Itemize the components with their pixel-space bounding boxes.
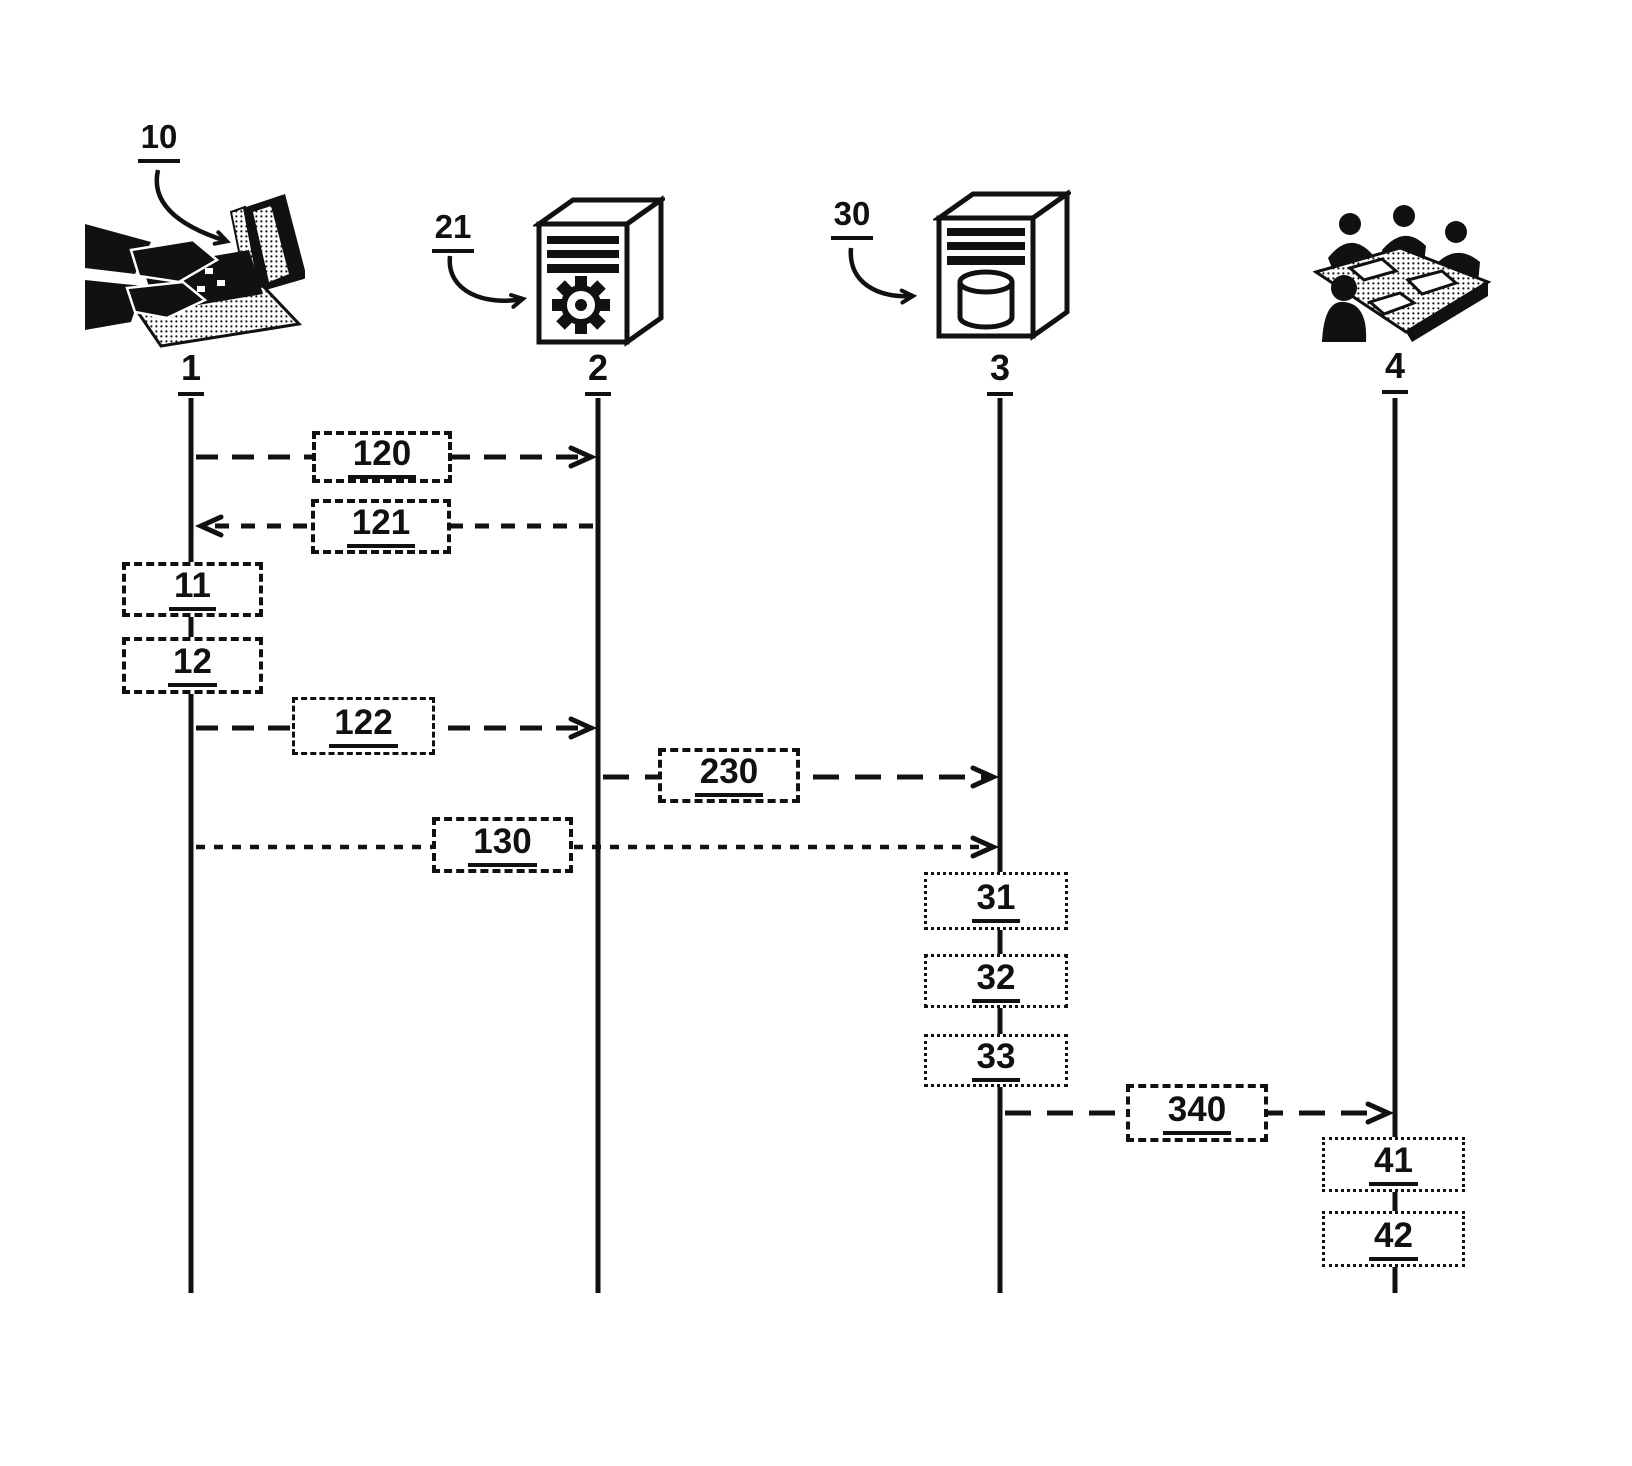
ref-label-21: 21 bbox=[418, 208, 488, 253]
actor-label-3: 3 bbox=[960, 347, 1040, 396]
ref-label-10: 10 bbox=[124, 118, 194, 163]
actor-label-1: 1 bbox=[151, 347, 231, 396]
ref-pointer-30-icon bbox=[848, 247, 918, 305]
step-box-32: 32 bbox=[924, 954, 1068, 1008]
message-label-130: 130 bbox=[432, 817, 573, 873]
actor-label-4: 4 bbox=[1355, 345, 1435, 394]
actor-label-2: 2 bbox=[558, 347, 638, 396]
step-box-33: 33 bbox=[924, 1034, 1068, 1087]
message-label-230: 230 bbox=[658, 748, 800, 803]
server-gear-icon bbox=[533, 195, 665, 347]
step-box-42: 42 bbox=[1322, 1211, 1465, 1267]
message-label-340: 340 bbox=[1126, 1084, 1268, 1142]
step-box-12: 12 bbox=[122, 637, 263, 694]
message-label-121: 121 bbox=[311, 499, 451, 554]
ref-pointer-21-icon bbox=[447, 255, 528, 309]
database-icon bbox=[957, 269, 1015, 330]
meeting-people-icon bbox=[1312, 205, 1492, 342]
message-label-122: 122 bbox=[292, 697, 435, 755]
step-box-41: 41 bbox=[1322, 1137, 1465, 1192]
message-label-120: 120 bbox=[312, 431, 452, 483]
step-box-11: 11 bbox=[122, 562, 263, 617]
step-box-31: 31 bbox=[924, 872, 1068, 930]
laptop-user-icon bbox=[85, 194, 305, 348]
gear-icon bbox=[552, 276, 610, 334]
server-database-icon bbox=[933, 189, 1071, 341]
ref-pointer-10-icon bbox=[154, 169, 231, 246]
ref-label-30: 30 bbox=[817, 195, 887, 240]
